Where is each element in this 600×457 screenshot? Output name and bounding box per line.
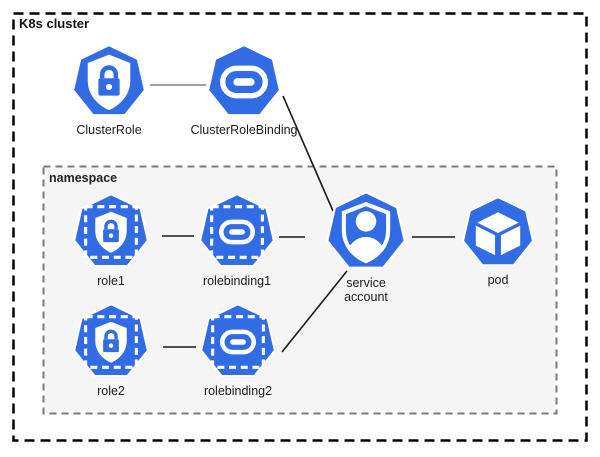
- node-role1: role1: [72, 193, 150, 288]
- namespace-label: namespace: [49, 171, 118, 185]
- edge-rolebinding2-serviceaccount: [281, 270, 348, 353]
- node-clusterrolebinding: ClusterRoleBinding: [191, 44, 298, 137]
- role-icon: [73, 303, 149, 377]
- edge-clusterrolebinding-serviceaccount: [282, 95, 334, 212]
- cluster-label: K8s cluster: [19, 16, 90, 31]
- role-icon: [72, 44, 146, 117]
- node-label: ClusterRole: [76, 123, 142, 137]
- node-label: pod: [487, 273, 509, 287]
- rolebinding-icon: [199, 193, 275, 267]
- node-label: rolebinding2: [203, 384, 273, 398]
- node-label: rolebinding1: [202, 274, 272, 288]
- node-label: role2: [97, 384, 125, 398]
- node-label: ClusterRoleBinding: [190, 123, 298, 137]
- node-label: role1: [97, 274, 125, 288]
- service-account-icon: [326, 191, 406, 269]
- node-label: service account: [344, 276, 388, 305]
- role-icon: [73, 193, 149, 267]
- node-role2: role2: [72, 303, 150, 398]
- node-rolebinding1: rolebinding1: [198, 193, 276, 288]
- rolebinding-icon: [207, 44, 281, 117]
- pod-icon: [462, 196, 534, 267]
- k8s-cluster-boundary: [12, 12, 588, 442]
- rolebinding-icon: [200, 303, 276, 377]
- node-clusterrole: ClusterRole: [71, 44, 147, 137]
- node-pod: pod: [461, 196, 535, 287]
- node-serviceaccount: service account: [325, 191, 407, 305]
- node-rolebinding2: rolebinding2: [199, 303, 277, 398]
